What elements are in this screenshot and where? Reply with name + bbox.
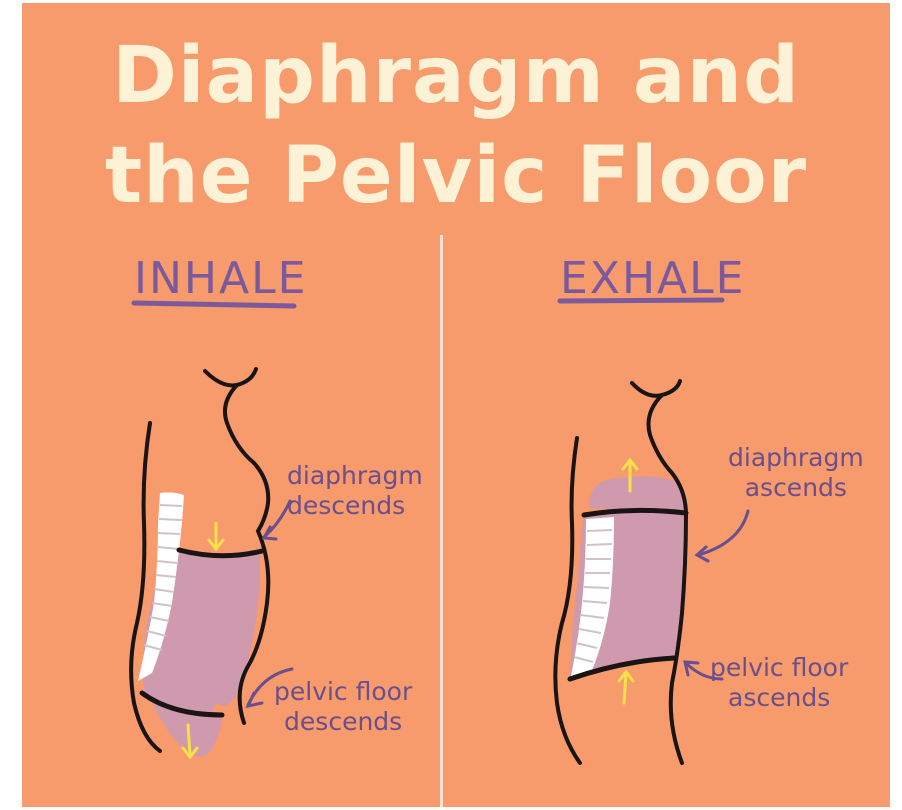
exhale-underline xyxy=(560,300,722,301)
inhale-figure xyxy=(131,369,292,757)
infographic-card: Diaphragm and the Pelvic Floor INHALE EX… xyxy=(22,3,890,807)
exhale-upper-dome xyxy=(590,476,687,513)
inhale-diaphragm-label: diaphragm descends xyxy=(287,461,423,521)
exhale-diaphragm-label: diaphragm ascends xyxy=(728,443,864,503)
inhale-underline xyxy=(134,303,294,306)
inhale-pelvic-label: pelvic floor descends xyxy=(274,677,412,737)
exhale-pelvic-label: pelvic floor ascends xyxy=(710,653,848,713)
